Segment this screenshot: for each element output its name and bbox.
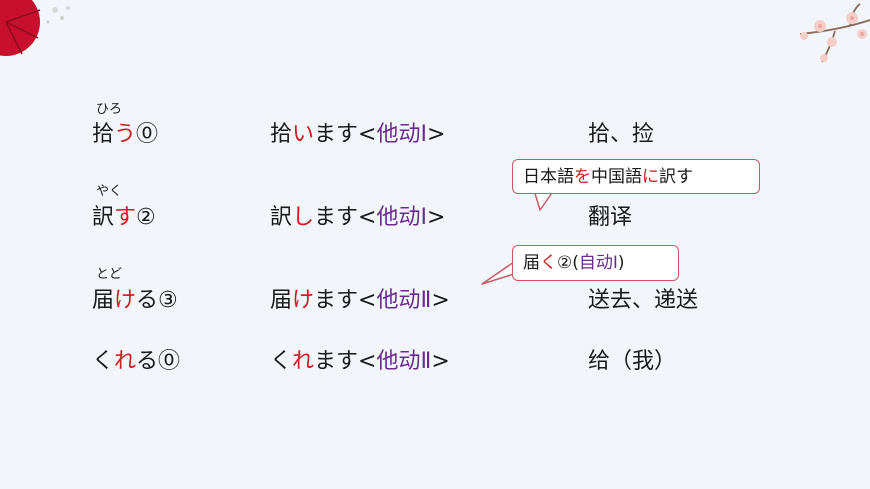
- dictionary-form-todokeru: 届ける③: [92, 288, 178, 313]
- callout-usage-example: 日本語を中国語に訳す: [512, 159, 760, 194]
- dictionary-form-yakusu: 訳す②: [92, 205, 156, 230]
- furigana-yaku: やく: [96, 184, 123, 199]
- red-umbrella-decoration-icon: [0, 0, 70, 56]
- masu-form-todokemasu: 届けます<他动Ⅱ>: [270, 288, 450, 313]
- masu-form-hiroimasu: 拾います<他动Ⅰ>: [270, 122, 446, 147]
- dictionary-form-hirou: 拾う⓪: [92, 122, 159, 147]
- furigana-todo: とど: [96, 267, 123, 282]
- masu-form-kuremasu: くれます<他动Ⅱ>: [270, 349, 450, 374]
- cherry-blossom-branch-icon: [799, 3, 870, 63]
- dictionary-form-kureru: くれる⓪: [92, 349, 181, 374]
- furigana-hiro: ひろ: [96, 102, 123, 117]
- meaning-yakusu: 翻译: [588, 205, 633, 230]
- masu-form-yakushimasu: 訳します<他动Ⅰ>: [270, 205, 446, 230]
- callout-tail-note: [481, 261, 515, 285]
- meaning-hirou: 拾、捡: [588, 122, 655, 147]
- meaning-todokeru: 送去、递送: [588, 288, 699, 313]
- callout-intransitive-note: 届く②(自动Ⅰ): [512, 245, 679, 281]
- meaning-kureru: 给（我）: [588, 349, 677, 374]
